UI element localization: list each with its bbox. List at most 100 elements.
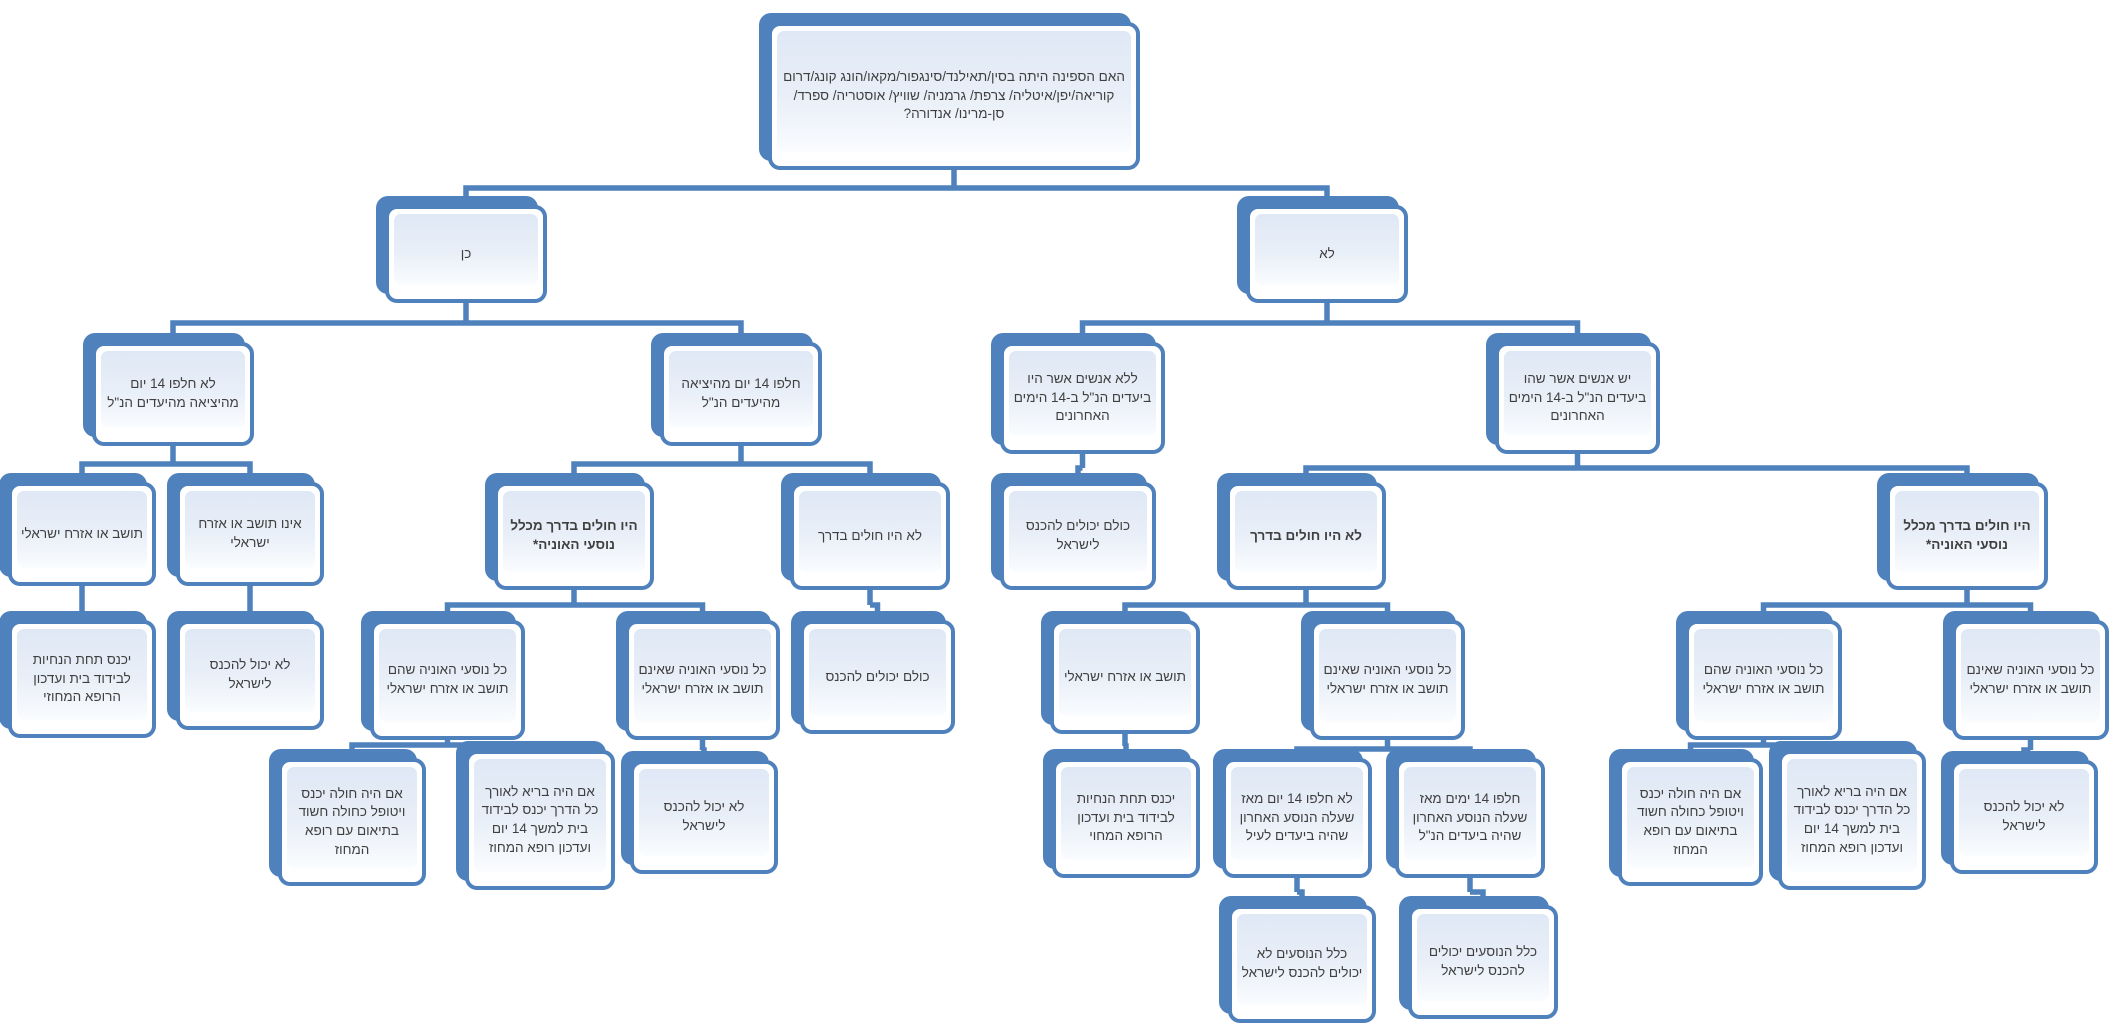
node-fill [1787, 759, 1917, 872]
node-label: אם היה חולה יכנס ויטופל כחולה חשוד בתיאו… [298, 785, 406, 857]
flow-node-n4f: לא היו חולים בדרך [1226, 482, 1386, 590]
node-fill [1059, 629, 1191, 716]
flow-node-root: האם הספינה היתה בסין/תאילנד/סינגפור/מקאו… [768, 22, 1140, 170]
node-fill [1255, 214, 1399, 285]
node-fill [287, 767, 417, 868]
node-label: כולם יכולים להכנס לישראל [1025, 518, 1131, 552]
node-fill [1009, 351, 1156, 436]
node-fill [185, 491, 315, 568]
node-fill [1231, 767, 1363, 860]
node-label: ללא אנשים אשר היו ביעדים הנ"ל ב-14 הימים… [1013, 371, 1152, 424]
flow-node-n4d: לא היו חולים בדרך [790, 482, 950, 590]
node-label: חלפו 14 ימים מאז שעלה הנוסע האחרון שהיה … [1412, 791, 1528, 844]
node-label: כל נוסעי האוניה שאינם תושב או אזרח ישראל… [638, 662, 767, 696]
node-fill [1061, 767, 1191, 860]
flow-node-n3d: יש אנשים אשר שהו ביעדים הנ"ל ב-14 הימים … [1495, 342, 1660, 454]
node-label: אם היה בריא לאורך כל הדרך יכנס לבידוד בי… [481, 783, 599, 855]
flow-node-no: לא [1246, 205, 1408, 303]
node-label: כולם יכולים להכנס [825, 668, 930, 684]
node-label: האם הספינה היתה בסין/תאילנד/סינגפור/מקאו… [783, 69, 1125, 122]
node-label: לא היו חולים בדרך [818, 527, 922, 543]
flow-node-n4a: תושב או אזרח ישראלי [8, 482, 156, 586]
flow-node-n5e: כולם יכולים להכנס [800, 620, 955, 734]
node-fill [503, 491, 645, 572]
flow-node-n6c: לא יכול להכנס לישראל [630, 760, 778, 874]
node-fill [634, 629, 771, 722]
node-fill [1504, 351, 1651, 436]
node-label: היו חולים בדרך מכלל נוסעי האוניה* [1903, 518, 2031, 552]
flow-node-n6d: יכנס תחת הנחיות לבידוד בית ועדכון הרופא … [1052, 758, 1200, 878]
node-label: כל נוסעי האוניה שהם תושב או אזרח ישראלי [386, 662, 509, 696]
node-label: אינו תושב או אזרח ישראלי [198, 516, 302, 550]
node-fill [799, 491, 941, 572]
node-fill [1235, 491, 1377, 572]
flow-node-n5f: תושב או אזרח ישראלי [1050, 620, 1200, 734]
node-fill [1627, 767, 1754, 868]
flow-node-n4e: כולם יכולים להכנס לישראל [1000, 482, 1156, 590]
flow-node-n4c: היו חולים בדרך מכלל נוסעי האוניה* [494, 482, 654, 590]
node-label: לא יכול להכנס לישראל [1983, 799, 2065, 833]
node-label: חלפו 14 יום מהיציאה מהיעדים הנ"ל [681, 376, 801, 410]
flow-node-n5a: יכנס תחת הנחיות לבידוד בית ועדכון הרופא … [8, 620, 156, 738]
node-label: כן [460, 245, 472, 261]
node-label: לא היו חולים בדרך [1250, 527, 1362, 543]
node-fill [777, 31, 1131, 152]
node-label: לא חלפו 14 יום מאז שעלה הנוסע האחרון שהי… [1239, 791, 1355, 844]
node-fill [1404, 767, 1536, 860]
node-fill [474, 759, 606, 872]
node-fill [1009, 491, 1147, 572]
flow-node-n6h: אם היה בריא לאורך כל הדרך יכנס לבידוד בי… [1778, 750, 1926, 890]
node-fill [1959, 769, 2089, 856]
node-fill [669, 351, 813, 428]
node-label: כלל הנוסעים יכולים להכנס לישראל [1428, 944, 1538, 978]
node-fill [1895, 491, 2039, 572]
node-label: לא חלפו 14 יום מהיציאה מהיעדים הנ"ל [107, 376, 239, 410]
flow-node-n6i: לא יכול להכנס לישראל [1950, 760, 2098, 874]
flow-node-n5b: לא יכול להכנס לישראל [176, 620, 324, 730]
node-label: כל נוסעי האוניה שהם תושב או אזרח ישראלי [1702, 662, 1825, 696]
node-label: יכנס תחת הנחיות לבידוד בית ועדכון הרופא … [32, 652, 132, 705]
node-fill [809, 629, 946, 716]
flow-node-n6g: אם היה חולה יכנס ויטופל כחולה חשוד בתיאו… [1618, 758, 1763, 886]
flow-node-n7b: כלל הנוסעים יכולים להכנס לישראל [1408, 905, 1558, 1019]
flow-node-n7a: כלל הנוסעים לא יכולים להכנס לישראל [1228, 905, 1376, 1023]
flow-node-n5c: כל נוסעי האוניה שהם תושב או אזרח ישראלי [370, 620, 525, 740]
flow-node-n4g: היו חולים בדרך מכלל נוסעי האוניה* [1886, 482, 2048, 590]
node-label: תושב או אזרח ישראלי [1064, 668, 1186, 684]
node-fill [185, 629, 315, 712]
node-label: לא [1319, 245, 1335, 261]
node-label: אם היה חולה יכנס ויטופל כחולה חשוד בתיאו… [1637, 785, 1744, 857]
node-fill [1237, 914, 1367, 1005]
flow-node-n5d: כל נוסעי האוניה שאינם תושב או אזרח ישראל… [625, 620, 780, 740]
node-fill [1319, 629, 1456, 722]
node-label: תושב או אזרח ישראלי [21, 525, 143, 541]
flow-node-n6a: אם היה חולה יכנס ויטופל כחולה חשוד בתיאו… [278, 758, 426, 886]
node-label: יש אנשים אשר שהו ביעדים הנ"ל ב-14 הימים … [1508, 371, 1647, 424]
node-fill [17, 491, 147, 568]
node-label: לא יכול להכנס לישראל [209, 657, 291, 691]
node-fill [1417, 914, 1549, 1001]
flow-node-yes: כן [385, 205, 547, 303]
node-label: היו חולים בדרך מכלל נוסעי האוניה* [510, 518, 638, 552]
flow-node-n6e: לא חלפו 14 יום מאז שעלה הנוסע האחרון שהי… [1222, 758, 1372, 878]
flow-node-n6b: אם היה בריא לאורך כל הדרך יכנס לבידוד בי… [465, 750, 615, 890]
flow-node-n5i: כל נוסעי האוניה שאינם תושב או אזרח ישראל… [1952, 620, 2109, 740]
node-label: אם היה בריא לאורך כל הדרך יכנס לבידוד בי… [1793, 783, 1911, 855]
node-label: כלל הנוסעים לא יכולים להכנס לישראל [1241, 946, 1363, 980]
node-fill [17, 629, 147, 720]
flow-node-n6f: חלפו 14 ימים מאז שעלה הנוסע האחרון שהיה … [1395, 758, 1545, 878]
node-label: לא יכול להכנס לישראל [663, 799, 745, 833]
flow-node-n3c: ללא אנשים אשר היו ביעדים הנ"ל ב-14 הימים… [1000, 342, 1165, 454]
node-label: כל נוסעי האוניה שאינם תושב או אזרח ישראל… [1323, 662, 1452, 696]
node-fill [394, 214, 538, 285]
node-fill [1961, 629, 2100, 722]
flow-node-n3b: חלפו 14 יום מהיציאה מהיעדים הנ"ל [660, 342, 822, 446]
flow-node-n4b: אינו תושב או אזרח ישראלי [176, 482, 324, 586]
node-label: כל נוסעי האוניה שאינם תושב או אזרח ישראל… [1966, 662, 2095, 696]
node-fill [639, 769, 769, 856]
flow-node-n3a: לא חלפו 14 יום מהיציאה מהיעדים הנ"ל [92, 342, 254, 446]
node-fill [1694, 629, 1833, 722]
flow-node-n5g: כל נוסעי האוניה שאינם תושב או אזרח ישראל… [1310, 620, 1465, 740]
node-fill [101, 351, 245, 428]
